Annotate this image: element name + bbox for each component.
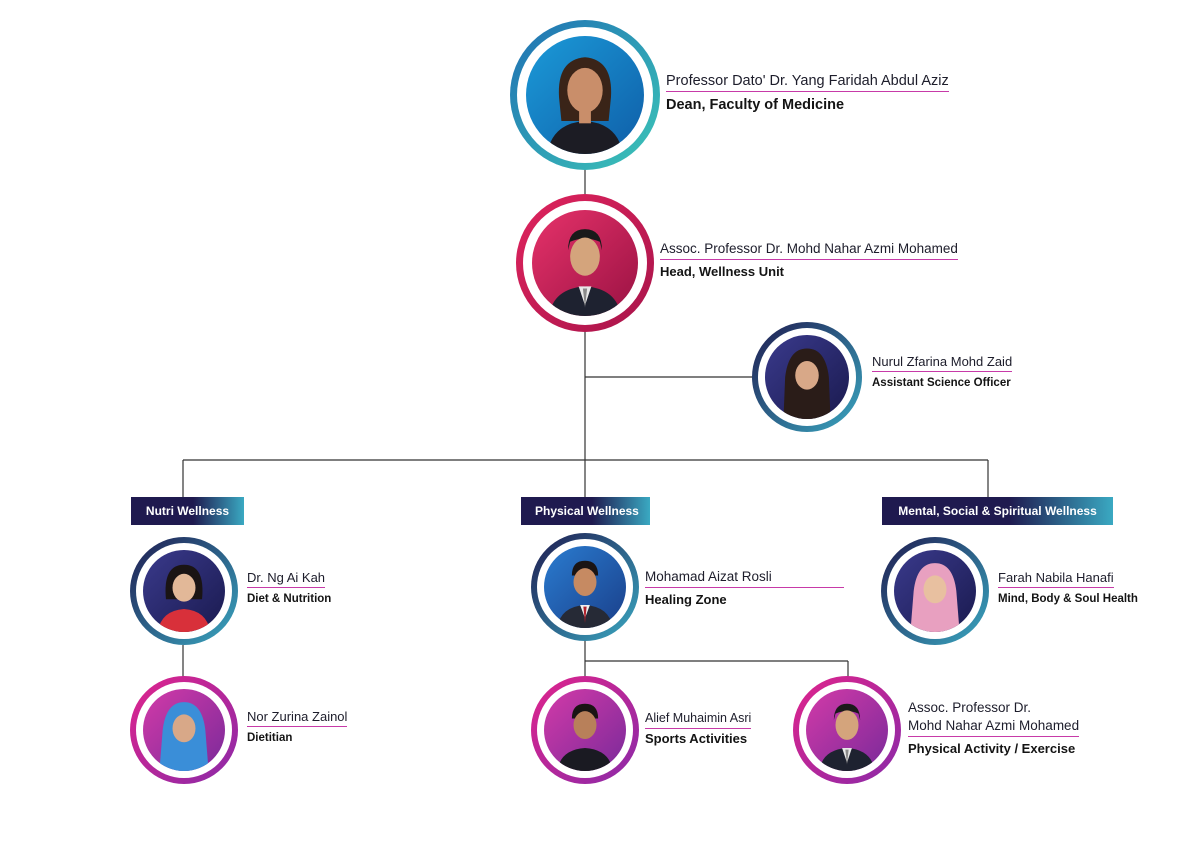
officer-name: Nurul Zfarina Mohd Zaid — [872, 354, 1013, 373]
dean-node — [510, 20, 660, 170]
person-portrait-icon — [544, 689, 626, 771]
mental-lead-name: Farah Nabila Hanafi — [998, 570, 1114, 589]
category-mental-wellness: Mental, Social & Spiritual Wellness — [882, 497, 1113, 525]
physical-staff2-label: Assoc. Professor Dr. Mohd Nahar Azmi Moh… — [908, 700, 1080, 757]
physical-lead-name: Mohamad Aizat Rosli — [645, 569, 844, 588]
nutri-lead-avatar — [130, 537, 238, 645]
person-portrait-icon — [143, 550, 225, 632]
physical-staff2-name-line2: Mohd Nahar Azmi Mohamed — [908, 718, 1080, 737]
nutri-lead-node — [130, 537, 238, 645]
officer-avatar — [752, 322, 862, 432]
nutri-lead-name: Dr. Ng Ai Kah — [247, 570, 326, 589]
person-portrait-icon — [532, 210, 638, 316]
physical-staff1-avatar — [531, 676, 639, 784]
physical-lead-label: Mohamad Aizat Rosli Healing Zone — [645, 568, 844, 608]
head-avatar — [516, 194, 654, 332]
physical-staff1-node — [531, 676, 639, 784]
nutri-staff-label: Nor Zurina Zainol Dietitian — [247, 708, 348, 746]
person-portrait-icon — [526, 36, 644, 154]
nutri-staff-role: Dietitian — [247, 732, 293, 745]
physical-staff1-label: Alief Muhaimin Asri Sports Activities — [645, 709, 752, 747]
physical-staff2-avatar — [793, 676, 901, 784]
head-label: Assoc. Professor Dr. Mohd Nahar Azmi Moh… — [660, 240, 958, 280]
mental-lead-role: Mind, Body & Soul Health — [998, 593, 1138, 606]
dean-role: Dean, Faculty of Medicine — [666, 97, 845, 114]
person-portrait-icon — [143, 689, 225, 771]
officer-role: Assistant Science Officer — [872, 377, 1011, 390]
physical-staff1-role: Sports Activities — [645, 730, 748, 746]
nutri-staff-node — [130, 676, 238, 784]
head-node — [516, 194, 654, 332]
physical-lead-node — [531, 533, 639, 641]
physical-staff2-role: Physical Activity / Exercise — [908, 740, 1076, 756]
physical-lead-role: Healing Zone — [645, 591, 727, 607]
head-role: Head, Wellness Unit — [660, 263, 785, 279]
physical-lead-avatar — [531, 533, 639, 641]
physical-staff2-name-line1: Assoc. Professor Dr. — [908, 700, 1032, 715]
officer-node — [752, 322, 862, 432]
person-portrait-icon — [544, 546, 626, 628]
nutri-lead-label: Dr. Ng Ai Kah Diet & Nutrition — [247, 569, 331, 607]
dean-label: Professor Dato' Dr. Yang Faridah Abdul A… — [666, 72, 949, 114]
nutri-staff-name: Nor Zurina Zainol — [247, 709, 348, 728]
dean-avatar — [510, 20, 660, 170]
head-name: Assoc. Professor Dr. Mohd Nahar Azmi Moh… — [660, 241, 958, 260]
mental-lead-node — [881, 537, 989, 645]
officer-label: Nurul Zfarina Mohd Zaid Assistant Scienc… — [872, 353, 1013, 391]
person-portrait-icon — [765, 335, 849, 419]
nutri-staff-avatar — [130, 676, 238, 784]
nutri-lead-role: Diet & Nutrition — [247, 593, 332, 606]
mental-lead-label: Farah Nabila Hanafi Mind, Body & Soul He… — [998, 569, 1138, 607]
physical-staff1-name: Alief Muhaimin Asri — [645, 711, 752, 729]
person-portrait-icon — [806, 689, 888, 771]
category-physical-wellness: Physical Wellness — [521, 497, 650, 525]
person-portrait-icon — [894, 550, 976, 632]
category-nutri-wellness: Nutri Wellness — [131, 497, 244, 525]
mental-lead-avatar — [881, 537, 989, 645]
dean-name: Professor Dato' Dr. Yang Faridah Abdul A… — [666, 72, 949, 93]
physical-staff2-node — [793, 676, 901, 784]
